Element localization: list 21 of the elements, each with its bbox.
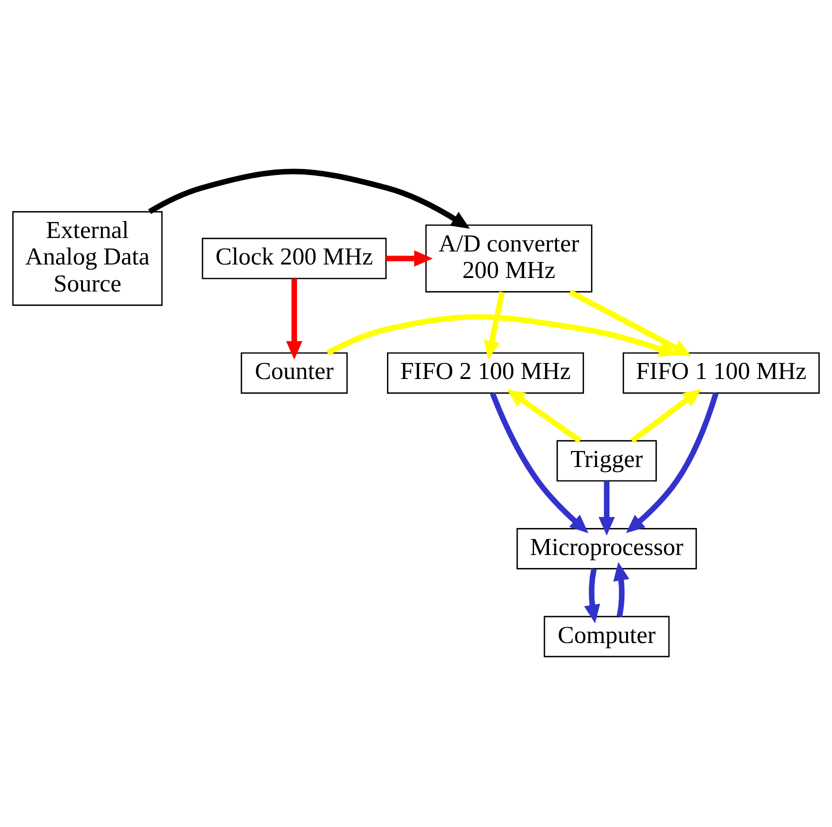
arrow — [598, 480, 615, 536]
node-box: A/D converter 200 MHz — [425, 224, 592, 292]
arrow — [490, 392, 588, 533]
node-box: Computer — [544, 615, 670, 657]
node-box: Counter — [240, 352, 348, 394]
node-box: Trigger — [556, 440, 657, 482]
arrow — [626, 392, 719, 533]
arrow — [326, 314, 678, 356]
arrow — [568, 288, 692, 356]
arrow — [484, 291, 505, 360]
node-box: External Analog Data Source — [12, 210, 163, 306]
arrow — [148, 168, 470, 228]
node-box: FIFO 2 100 MHz — [386, 352, 584, 394]
node-box: FIFO 1 100 MHz — [622, 352, 820, 394]
node-box: Clock 200 MHz — [202, 237, 387, 279]
arrow — [613, 561, 630, 617]
node-box: Microprocessor — [516, 528, 697, 569]
arrow — [286, 278, 302, 360]
arrow — [506, 388, 582, 443]
arrow — [630, 388, 702, 443]
arrow — [386, 250, 433, 266]
